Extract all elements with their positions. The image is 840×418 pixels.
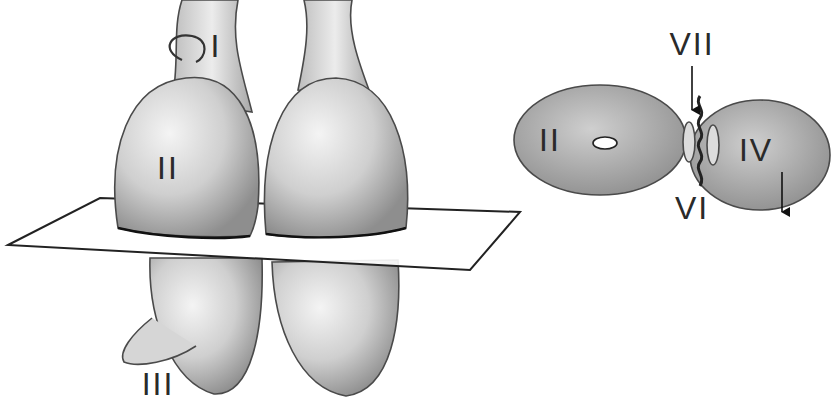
- part-label: III: [142, 366, 175, 402]
- ring: [707, 125, 719, 165]
- part-label: I: [211, 28, 222, 64]
- part-label: II: [539, 122, 561, 158]
- left-figure: [8, 0, 520, 396]
- part-label-holder: VI: [675, 192, 709, 224]
- part-label-holder: I: [211, 30, 222, 62]
- cross-section: [514, 85, 686, 195]
- upper-lobe: [115, 78, 259, 237]
- part-label-holder: II: [157, 152, 179, 184]
- cross-section: [690, 100, 830, 210]
- cord: [698, 96, 701, 186]
- part-label: II: [157, 150, 179, 186]
- right-figure: [514, 66, 830, 212]
- duct-loop: [170, 35, 205, 62]
- part-label: IV: [739, 132, 773, 168]
- pointer-arrow: [691, 66, 693, 110]
- appendage: [123, 318, 196, 364]
- section-line: [118, 228, 406, 238]
- part-label: VI: [675, 190, 709, 226]
- upper-lobe: [264, 78, 407, 237]
- part-label: VII: [669, 26, 714, 62]
- part-label-holder: IV: [739, 134, 773, 166]
- lumen: [593, 137, 617, 149]
- part-label-holder: VII: [669, 28, 714, 60]
- part-label-holder: III: [142, 368, 175, 400]
- ring: [683, 122, 695, 162]
- pointer-arrow: [781, 172, 783, 212]
- part-label-holder: II: [539, 124, 561, 156]
- lower-lobe: [272, 260, 399, 396]
